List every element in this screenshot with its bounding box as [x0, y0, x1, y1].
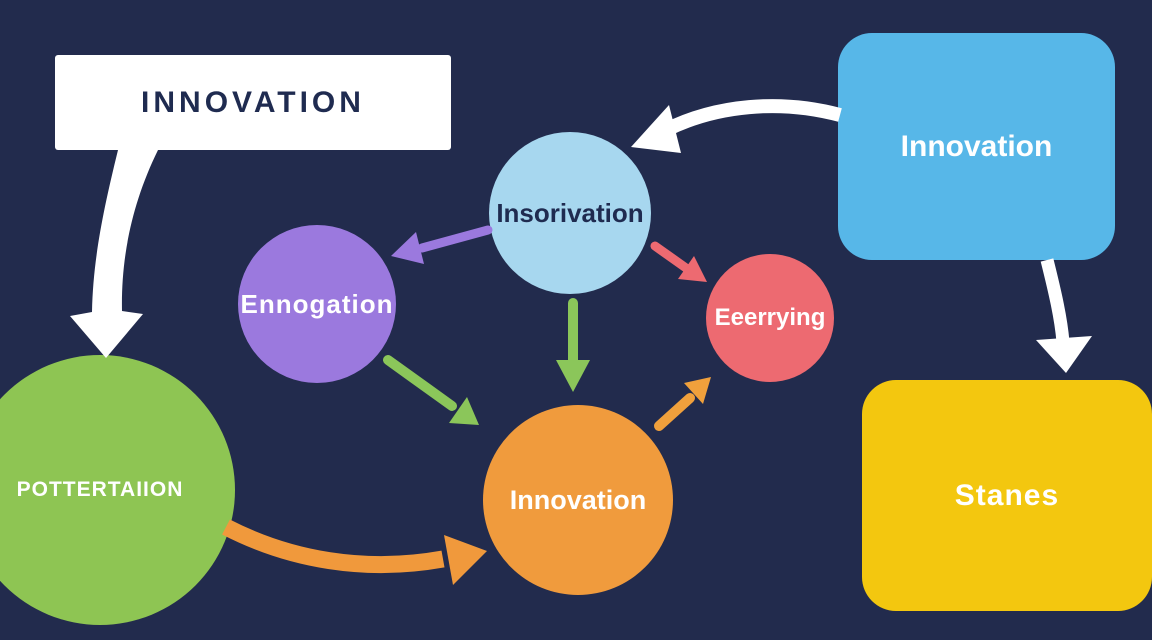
arrow-insorivation-to-eeerrying: [650, 241, 707, 282]
arrow-innovation-rect-to-stanes: [1036, 258, 1092, 373]
arrow-title-box-to-pottertaiion: [70, 150, 158, 358]
node-innovation-rect: Innovation: [838, 33, 1115, 260]
node-insorivation-label: Insorivation: [496, 197, 644, 228]
arrow-pottertaiion-to-innovation-circle: [222, 519, 487, 585]
arrow-insorivation-to-ennogation: [391, 225, 493, 264]
arrow-innovation-rect-to-insorivation: [631, 99, 842, 153]
arrow-insorivation-to-innovation-circle: [556, 298, 590, 392]
node-innovation-circle: Innovation: [483, 405, 673, 595]
node-ennogation-label: Ennogation: [240, 288, 394, 319]
node-ennogation-circle: Ennogation: [238, 225, 396, 383]
node-innovation-circle-label: Innovation: [509, 484, 647, 515]
arrow-innovation-circle-to-eeerrying: [654, 377, 711, 431]
node-title-box-label: INNOVATION: [141, 85, 365, 119]
node-innovation-rect-label: Innovation: [900, 129, 1053, 163]
node-title-box: INNOVATION: [55, 55, 451, 150]
node-pottertaiion-circle: POTTERTAIION: [0, 355, 235, 625]
arrow-ennogation-to-innovation-circle: [383, 355, 479, 425]
node-stanes-label: Stanes: [954, 478, 1060, 512]
node-eeerrying-label: Eeerrying: [714, 304, 826, 331]
node-eeerrying-circle: Eeerrying: [706, 254, 834, 382]
node-stanes-rect: Stanes: [862, 380, 1152, 611]
node-insorivation-circle: Insorivation: [489, 132, 651, 294]
node-pottertaiion-label: POTTERTAIION: [16, 478, 184, 501]
